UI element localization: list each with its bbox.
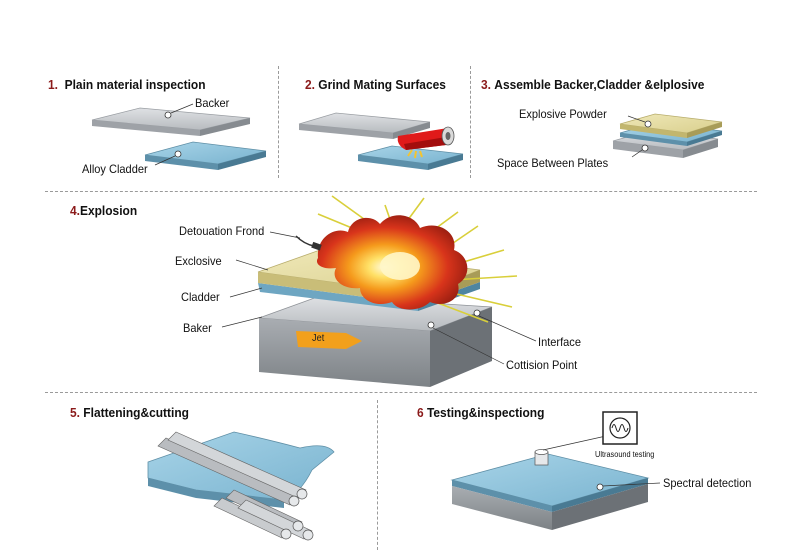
step-1-number: 1. <box>48 77 58 92</box>
explosive-powder-leader <box>627 115 646 123</box>
assembly-bottom-end <box>683 139 718 158</box>
spectral-leader <box>602 482 661 487</box>
space-leader <box>631 149 643 158</box>
label-jet: Jet <box>312 333 325 344</box>
panel-4-explosion <box>221 195 537 387</box>
test-plate-steel-side <box>452 486 552 530</box>
cladder-leader <box>154 155 176 166</box>
step-5-number: 5. <box>70 405 80 420</box>
label-detonation-front: Detouation Frond <box>179 224 265 238</box>
step-4-title: 4.Explosion <box>70 203 137 218</box>
detonation-front-leader <box>269 231 301 239</box>
collision-marker <box>427 321 435 329</box>
step-5-label: Flattening&cutting <box>83 405 189 420</box>
collision-leader <box>432 327 505 365</box>
detonator <box>311 241 322 251</box>
divider-bottom <box>45 392 757 393</box>
explosion-backer-end <box>430 307 492 387</box>
step-2-label: Grind Mating Surfaces <box>318 77 446 92</box>
interface-leader <box>478 315 537 342</box>
assembly-blue-end <box>687 131 722 146</box>
step-3-title: 3. Assemble Backer,Cladder &elplosive <box>481 77 704 92</box>
label-spectral-detection: Spectral detection <box>663 476 752 490</box>
cladder-marker <box>174 150 182 158</box>
step-4-number: 4. <box>70 203 80 218</box>
probe-leader <box>542 435 607 451</box>
explosive-powder-marker <box>644 120 652 128</box>
step-2-title: 2. Grind Mating Surfaces <box>305 77 446 92</box>
step-4-label: Explosion <box>79 203 138 218</box>
step-3-label: Assemble Backer,Cladder &elplosive <box>494 77 705 92</box>
cladder-plate-end <box>218 151 266 170</box>
assembly-blue-side <box>620 133 687 146</box>
spectral-marker <box>596 483 604 491</box>
ultrasound-screen-icon <box>609 417 631 439</box>
label-interface: Interface <box>538 335 581 349</box>
backer-plate-end <box>200 118 250 136</box>
assembly-explosive-side <box>620 124 687 138</box>
label-baker: Baker <box>183 321 212 335</box>
label-explosive: Exclosive <box>175 254 222 268</box>
step-6-label: Testing&inspectiong <box>426 405 545 420</box>
space-marker <box>641 144 649 152</box>
label-alloy-cladder: Alloy Cladder <box>82 162 148 176</box>
label-ultrasound-testing: Ultrasound testing <box>595 450 655 459</box>
probe-top <box>534 449 549 455</box>
test-plate-blue-side <box>452 480 552 512</box>
divider-top <box>45 191 757 192</box>
panel-3-assembly <box>612 113 723 158</box>
explosion-cladder-side <box>258 283 418 311</box>
grinding-belt-shade <box>404 137 446 150</box>
assembly-explosive-end <box>687 122 722 138</box>
panel-6-testing <box>450 411 661 530</box>
label-explosive-powder: Explosive Powder <box>519 107 607 121</box>
label-space-between-plates: Space Between Plates <box>497 156 609 170</box>
ultrasound-wave-icon <box>611 424 629 432</box>
rollers <box>157 431 314 541</box>
cladder-leader-4 <box>229 287 263 298</box>
backer-leader <box>170 103 194 114</box>
step-2-number: 2. <box>305 77 315 92</box>
step-6-title: 6 Testing&inspectiong <box>417 405 544 420</box>
panel-2-grinding <box>298 112 464 170</box>
grind-steel-side <box>299 124 393 139</box>
grind-blue-end <box>428 154 463 170</box>
jet-arrow <box>296 331 362 349</box>
panel-1-plates <box>91 103 267 170</box>
divider-1-2 <box>278 66 279 178</box>
cladder-plate-side <box>145 155 218 170</box>
label-backer: Backer <box>195 96 230 110</box>
step-1-title: 1. Plain material inspection <box>48 77 206 92</box>
grind-steel-end <box>393 122 430 139</box>
step-5-title: 5. Flattening&cutting <box>70 405 189 420</box>
step-6-number: 6 <box>417 405 424 420</box>
grind-blue-side <box>358 155 428 170</box>
divider-2-3 <box>470 66 471 178</box>
divider-5-6 <box>377 400 378 550</box>
step-1-label: Plain material inspection <box>64 77 206 92</box>
interface-marker <box>473 309 481 317</box>
step-3-number: 3. <box>481 77 491 92</box>
fireball-core <box>380 252 420 280</box>
backer-marker <box>164 111 172 119</box>
label-cladder: Cladder <box>181 290 220 304</box>
grinding-roller-hub <box>445 132 451 140</box>
panel-5-flattening <box>147 431 335 541</box>
explosive-leader <box>235 259 269 271</box>
backer-plate-side <box>92 120 200 136</box>
test-plate-blue-end <box>552 478 648 512</box>
label-collision-point: Cottision Point <box>506 358 578 372</box>
baker-leader <box>221 316 263 328</box>
test-plate-steel-end <box>552 484 648 530</box>
grind-sparks <box>407 149 423 159</box>
